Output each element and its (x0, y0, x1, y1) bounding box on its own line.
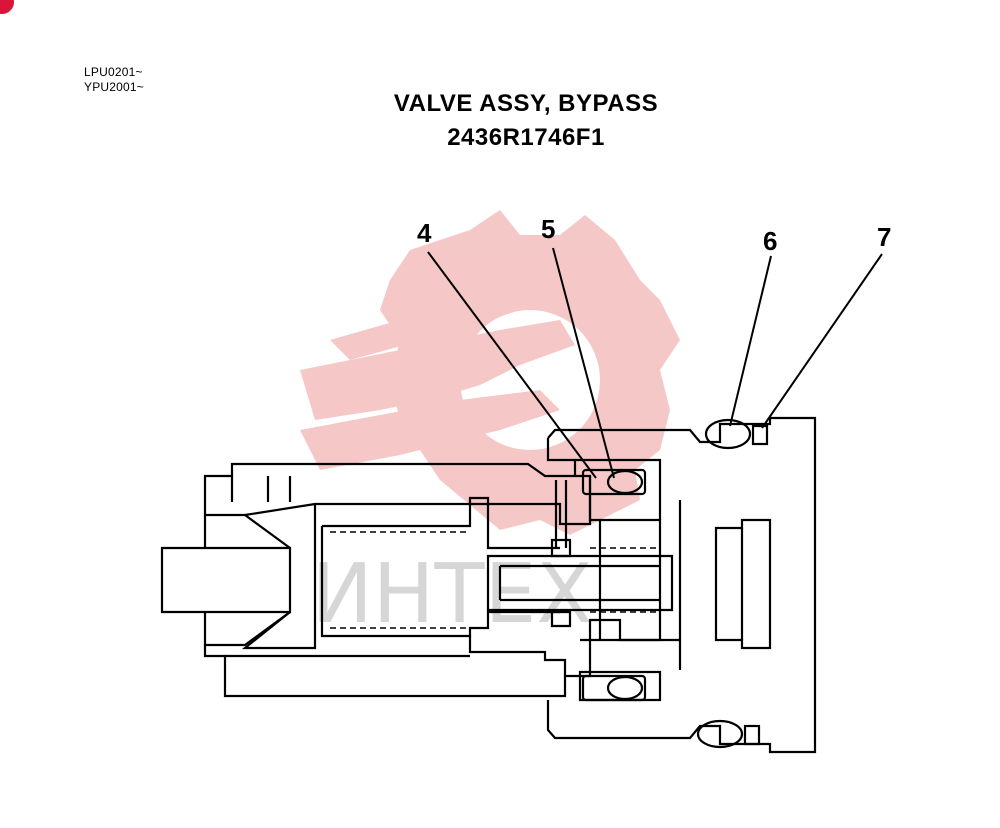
lower-backup-ring-right (743, 724, 761, 746)
lower-backup-ring (581, 674, 647, 702)
o-ring-6 (704, 418, 752, 450)
callout-label: 4 (417, 218, 432, 248)
lower-o-ring-right (696, 719, 744, 749)
callout-label: 5 (541, 214, 556, 244)
leader-lines (427, 247, 883, 479)
part-number: 2436R1746F1 (447, 124, 605, 151)
seal-parts (581, 418, 769, 749)
callout-label: 7 (877, 222, 892, 252)
watermark-gear-icon (300, 210, 680, 535)
valve-outline (160, 416, 817, 754)
watermark-text: ИНТЕХ (311, 547, 592, 642)
backup-ring-7 (751, 424, 769, 446)
backup-ring-4 (581, 468, 647, 496)
lower-o-ring (606, 675, 644, 701)
serial-number-range: LPU0201~ (84, 65, 143, 79)
o-ring-5 (606, 469, 644, 495)
callout-label: 6 (763, 226, 778, 256)
serial-number-range: YPU2001~ (84, 80, 144, 94)
drawing-title: VALVE ASSY, BYPASS (393, 90, 659, 117)
